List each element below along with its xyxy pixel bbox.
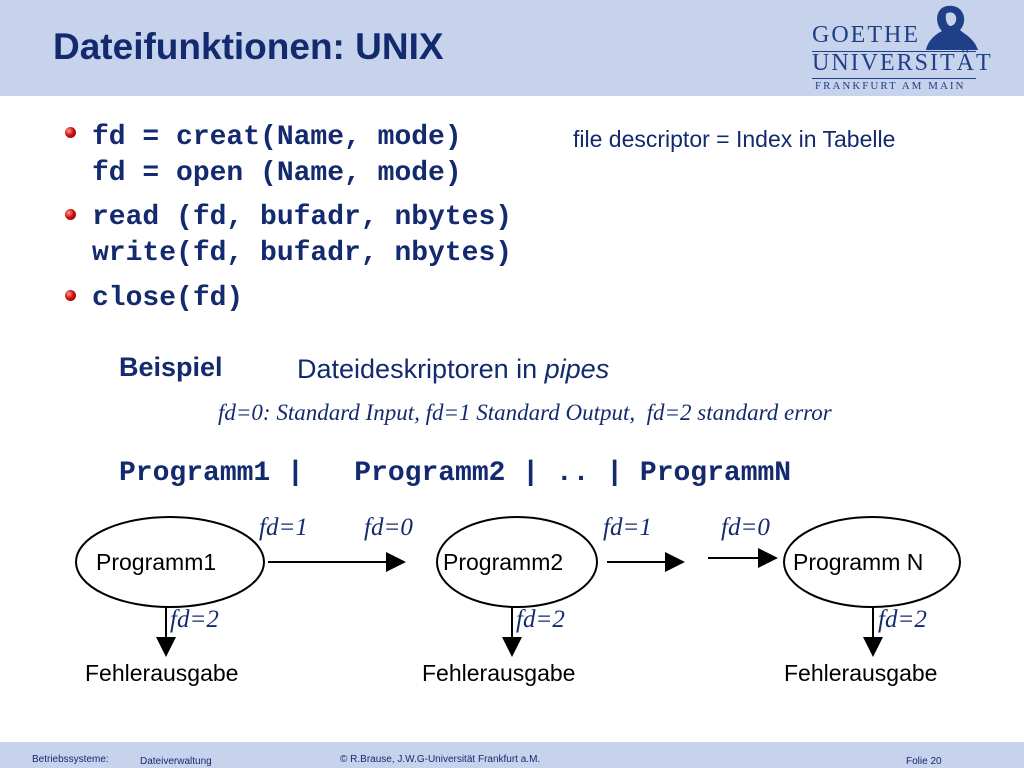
stdin-label-2: fd=0 (364, 514, 413, 541)
example-text-italic: pipes (544, 354, 610, 384)
error-sink-2: Fehlerausgabe (422, 660, 576, 686)
bullet-1-line-1: fd = creat(Name, mode) (92, 122, 462, 153)
program-label-3: Programm N (793, 549, 924, 575)
footer-course: Betriebssysteme: (32, 754, 109, 765)
pipeline-command: Programm1 | Programm2 | .. | ProgrammN (119, 458, 792, 489)
bullet-1-line-2: fd = open (Name, mode) (92, 158, 462, 189)
stdin-label-3: fd=0 (721, 514, 770, 541)
bullet-3-line-1: close(fd) (92, 283, 244, 314)
error-sink-3: Fehlerausgabe (784, 660, 938, 686)
bullet-2-line-1: read (fd, bufadr, nbytes) (92, 202, 513, 233)
pipe-diagram (75, 516, 961, 657)
university-logo: GOETHE UNIVERSITÄT FRANKFURT AM MAIN (812, 4, 991, 92)
footer-copyright: © R.Brause, J.W.G-Universität Frankfurt … (340, 754, 541, 765)
bullet-marker (65, 127, 76, 138)
slide-title: Dateifunktionen: UNIX (53, 26, 444, 67)
bullet-marker (65, 209, 76, 220)
footer-topic: Dateiverwaltung (140, 756, 212, 767)
logo-line-3: FRANKFURT AM MAIN (815, 80, 966, 92)
example-text: Dateideskriptoren in pipes (297, 354, 609, 385)
program-node-2 (436, 516, 598, 608)
logo-line-1: GOETHE (812, 22, 920, 48)
error-sink-1: Fehlerausgabe (85, 660, 239, 686)
stdout-label-1: fd=1 (259, 514, 308, 541)
header-bar (0, 0, 1024, 96)
logo-rule (812, 51, 976, 52)
program-node-1 (75, 516, 265, 608)
fd-description: fd=0: Standard Input, fd=1 Standard Outp… (218, 400, 832, 425)
file-descriptor-note: file descriptor = Index in Tabelle (573, 126, 896, 152)
logo-line-2: UNIVERSITÄT (812, 50, 993, 76)
example-label: Beispiel (119, 352, 223, 382)
stderr-label-1: fd=2 (170, 606, 219, 633)
stdout-label-2: fd=1 (603, 514, 652, 541)
example-text-plain: Dateideskriptoren in (297, 354, 545, 384)
goethe-portrait-icon (926, 5, 978, 51)
bullet-marker (65, 290, 76, 301)
stderr-label-3: fd=2 (878, 606, 927, 633)
program-label-2: Programm2 (443, 549, 564, 575)
footer-bar: Betriebssysteme: Dateiverwaltung © R.Bra… (0, 742, 1024, 768)
program-label-1: Programm1 (96, 549, 217, 575)
logo-rule (812, 78, 976, 79)
bullet-2-line-2: write(fd, bufadr, nbytes) (92, 238, 513, 269)
footer-slide-number: Folie 20 (906, 756, 942, 767)
stderr-label-2: fd=2 (516, 606, 565, 633)
